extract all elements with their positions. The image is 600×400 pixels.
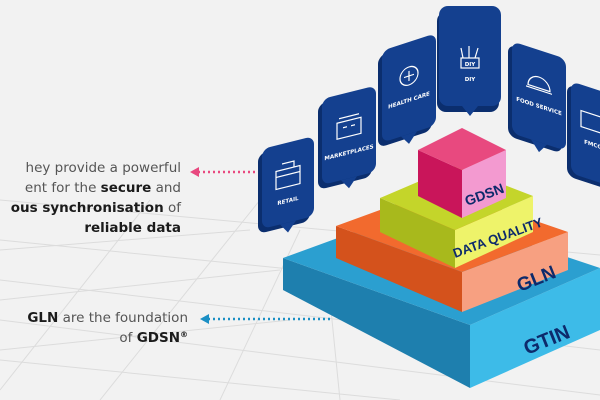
svg-text:FMCG: FMCG: [584, 140, 600, 152]
callout-bottom-line2: of GDSN®: [119, 330, 188, 346]
layer-gdsn: GDSN: [418, 128, 506, 218]
food-service-icon: [526, 75, 552, 95]
svg-text:RETAIL: RETAIL: [277, 196, 299, 207]
callout-bottom-line1: GLN are the foundation: [27, 310, 188, 326]
shop-icon: [275, 160, 301, 191]
health-care-icon: [399, 65, 419, 87]
marketplace-icon: [336, 113, 362, 141]
arrow-top: [190, 167, 258, 177]
callout-top-line1: hey provide a powerful: [26, 160, 181, 176]
svg-text:DIY: DIY: [465, 62, 477, 68]
toolbox-icon: [460, 46, 480, 69]
sector-pin-retail: RETAIL: [258, 137, 314, 233]
sector-pin-food-service: FOOD SERVICE: [508, 43, 566, 153]
callout-top-line3: ous synchronisation of: [11, 200, 183, 216]
sector-pin-marketplaces: MARKETPLACES: [318, 87, 376, 189]
callout-top-line2: ent for the secure and: [25, 180, 181, 196]
sector-pin-fmcg: FMCG: [567, 83, 600, 192]
svg-text:DIY: DIY: [465, 77, 477, 83]
fmcg-icon: [580, 109, 600, 135]
sector-pin-health-care: HEALTH CARE: [378, 35, 436, 146]
callout-top-line4: reliable data: [84, 220, 181, 236]
sector-pin-diy: DIY DIY: [437, 6, 501, 116]
arrow-bottom: [200, 314, 332, 324]
